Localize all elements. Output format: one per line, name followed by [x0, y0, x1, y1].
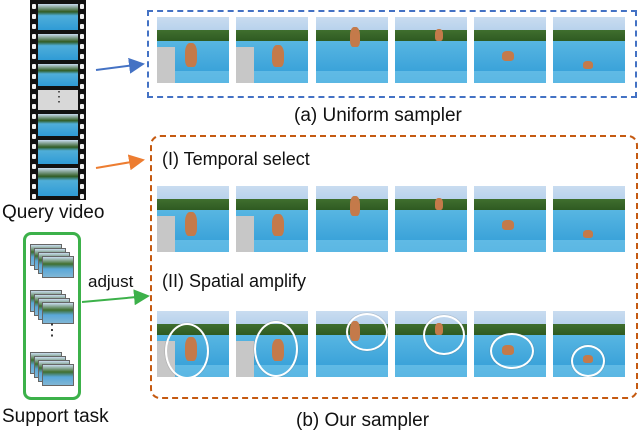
uniform-sampler-box: [147, 10, 637, 98]
selection-ellipse: [571, 345, 605, 377]
temporal-frame-4: [395, 186, 467, 252]
query-video-filmstrip: ⋮: [30, 0, 86, 200]
arrow-to-our: [95, 154, 145, 171]
film-frame: [38, 114, 78, 136]
temporal-frame-2: [236, 186, 308, 252]
uniform-frame-5: [474, 17, 546, 83]
uniform-frame-3: [316, 17, 388, 83]
support-task-box: [23, 232, 81, 400]
selection-ellipse: [165, 323, 209, 377]
spatial-frame-4: [395, 311, 467, 377]
temporal-frame-3: [316, 186, 388, 252]
film-frame: [38, 140, 78, 164]
spatial-frame-3: [316, 311, 388, 377]
film-frame: [38, 4, 78, 30]
selection-ellipse: [346, 313, 388, 351]
spatial-frame-6: [553, 311, 625, 377]
query-video-label: Query video: [2, 202, 105, 223]
support-task-label: Support task: [2, 406, 109, 427]
spatial-frame-1: [157, 311, 229, 377]
selection-ellipse: [490, 333, 534, 369]
uniform-frame-1: [157, 17, 229, 83]
temporal-frame-1: [157, 186, 229, 252]
selection-ellipse: [254, 321, 298, 377]
selection-ellipse: [423, 315, 465, 355]
uniform-frame-2: [236, 17, 308, 83]
our-sampler-label: (b) Our sampler: [296, 410, 430, 431]
spatial-amplify-label: (II) Spatial amplify: [162, 271, 307, 291]
support-ellipsis: ⋮: [44, 322, 60, 339]
film-frame: [38, 168, 78, 196]
film-frame: [38, 64, 78, 86]
spatial-frame-5: [474, 311, 546, 377]
film-ellipsis: ⋮: [52, 88, 66, 104]
adjust-label: adjust: [88, 272, 134, 291]
film-frame: [38, 34, 78, 60]
uniform-sampler-label: (a) Uniform sampler: [294, 105, 462, 126]
uniform-frame-4: [395, 17, 467, 83]
uniform-frame-6: [553, 17, 625, 83]
temporal-frame-5: [474, 186, 546, 252]
film-gap-frame: [38, 90, 78, 110]
temporal-select-label: (I) Temporal select: [162, 149, 310, 169]
arrow-adjust: [81, 289, 150, 306]
spatial-frame-2: [236, 311, 308, 377]
our-sampler-box: [150, 135, 638, 399]
arrow-to-uniform: [95, 57, 145, 74]
temporal-frame-6: [553, 186, 625, 252]
